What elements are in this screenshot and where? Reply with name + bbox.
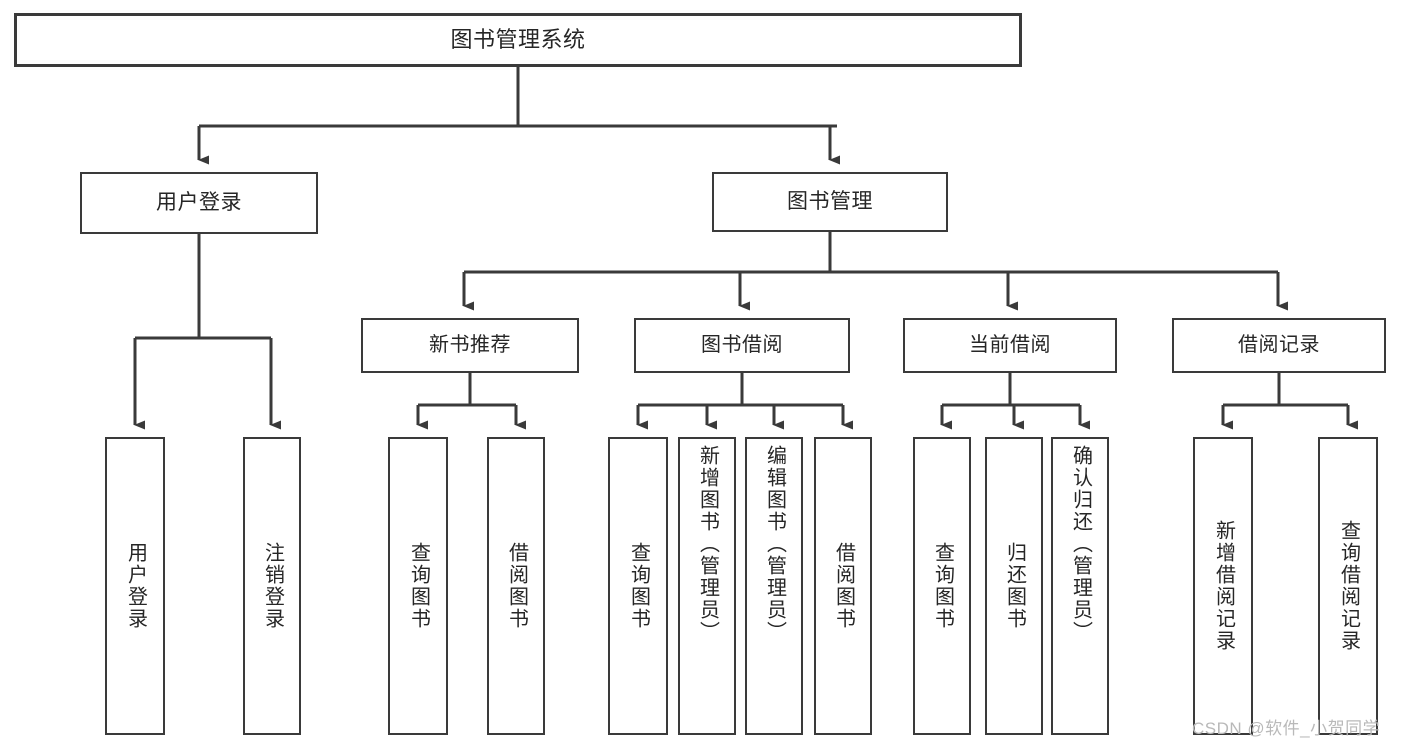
- node-leaf-query-book-rec[interactable]: 查询图书: [388, 437, 448, 735]
- node-leaf-borrow-book[interactable]: 借阅图书: [814, 437, 872, 735]
- node-user-login-label: 用户登录: [156, 191, 242, 215]
- node-borrow-record-label: 借阅记录: [1238, 334, 1320, 357]
- node-borrow-record[interactable]: 借阅记录: [1172, 318, 1386, 373]
- node-leaf-borrow-book-rec-label: 借阅图书: [505, 542, 528, 630]
- node-new-book-rec-label: 新书推荐: [429, 334, 511, 357]
- node-leaf-borrow-book-rec[interactable]: 借阅图书: [487, 437, 545, 735]
- node-current-borrow[interactable]: 当前借阅: [903, 318, 1117, 373]
- node-leaf-add-book-admin[interactable]: 新增图书（管理员）: [678, 437, 736, 735]
- node-leaf-confirm-return-admin-label: 确认归还（管理员）: [1069, 445, 1092, 643]
- node-leaf-edit-book-admin[interactable]: 编辑图书（管理员）: [745, 437, 803, 735]
- node-leaf-query-book-cur-label: 查询图书: [931, 542, 954, 630]
- node-book-borrow-label: 图书借阅: [701, 334, 783, 357]
- node-leaf-return-book-label: 归还图书: [1003, 542, 1026, 630]
- node-leaf-add-book-admin-label: 新增图书（管理员）: [696, 445, 719, 643]
- csdn-watermark: CSDN @软件_小贺同学: [1192, 719, 1381, 738]
- node-book-manage-label: 图书管理: [787, 190, 873, 214]
- node-leaf-add-borrow-record-label: 新增借阅记录: [1212, 520, 1235, 652]
- node-leaf-return-book[interactable]: 归还图书: [985, 437, 1043, 735]
- node-leaf-borrow-book-label: 借阅图书: [832, 542, 855, 630]
- node-root-system[interactable]: 图书管理系统: [14, 13, 1022, 67]
- node-current-borrow-label: 当前借阅: [969, 334, 1051, 357]
- node-book-borrow[interactable]: 图书借阅: [634, 318, 850, 373]
- node-user-login[interactable]: 用户登录: [80, 172, 318, 234]
- node-leaf-add-borrow-record[interactable]: 新增借阅记录: [1193, 437, 1253, 735]
- node-leaf-query-book-cur[interactable]: 查询图书: [913, 437, 971, 735]
- node-root-label: 图书管理系统: [450, 26, 586, 52]
- node-leaf-user-login-label: 用户登录: [124, 542, 147, 630]
- node-leaf-query-book-borrow-label: 查询图书: [627, 542, 650, 630]
- node-leaf-query-book-borrow[interactable]: 查询图书: [608, 437, 668, 735]
- node-leaf-user-login[interactable]: 用户登录: [105, 437, 165, 735]
- node-leaf-confirm-return-admin[interactable]: 确认归还（管理员）: [1051, 437, 1109, 735]
- node-leaf-logout-login[interactable]: 注销登录: [243, 437, 301, 735]
- node-book-manage[interactable]: 图书管理: [712, 172, 948, 232]
- node-new-book-rec[interactable]: 新书推荐: [361, 318, 579, 373]
- node-leaf-query-book-rec-label: 查询图书: [407, 542, 430, 630]
- node-leaf-logout-login-label: 注销登录: [261, 542, 284, 630]
- node-leaf-query-borrow-record[interactable]: 查询借阅记录: [1318, 437, 1378, 735]
- node-leaf-edit-book-admin-label: 编辑图书（管理员）: [763, 445, 786, 643]
- node-leaf-query-borrow-record-label: 查询借阅记录: [1337, 520, 1360, 652]
